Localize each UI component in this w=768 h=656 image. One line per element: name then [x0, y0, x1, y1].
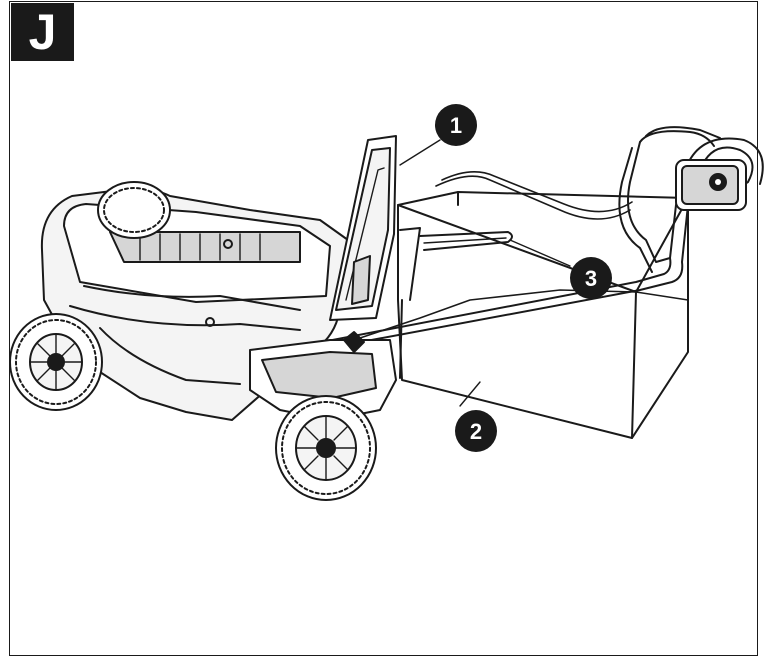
step-letter-badge: J [11, 3, 74, 61]
callout-2-leader [459, 381, 481, 407]
svg-text:3: 3 [585, 266, 597, 291]
front-left-wheel [9, 313, 103, 411]
grass-box [397, 191, 689, 439]
svg-text:2: 2 [470, 419, 482, 444]
front-right-wheel [275, 395, 377, 501]
discharge-chute [249, 227, 421, 421]
callout-3-leader [509, 239, 571, 267]
grass-box-handle [419, 231, 513, 251]
svg-text:1: 1 [450, 113, 462, 138]
handle-clip [343, 331, 365, 353]
rear-flap [329, 135, 397, 321]
callout-2: 2 [455, 410, 497, 452]
callout-1: 1 [435, 104, 477, 146]
callout-3: 3 [570, 257, 612, 299]
rear-left-wheel [97, 181, 171, 239]
callout-1-leader [399, 139, 441, 166]
push-handle [317, 126, 764, 351]
